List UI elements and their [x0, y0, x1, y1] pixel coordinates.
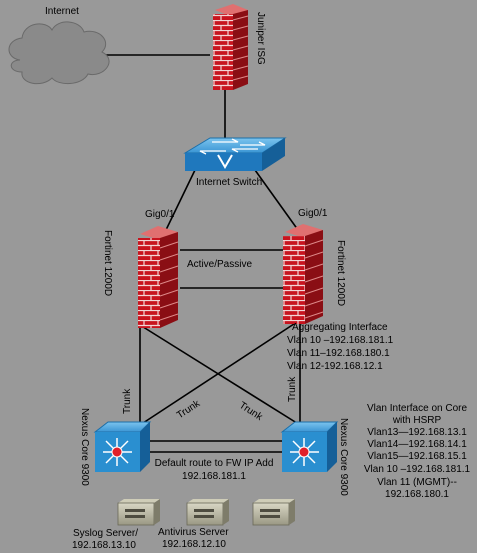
- link-cross-2: [139, 319, 301, 426]
- vlan-core-line: Vlan14—192.168.14.1: [367, 439, 467, 450]
- server-icon: [252, 499, 295, 526]
- vlan-core-line: Vlan15—192.168.15.1: [367, 451, 467, 462]
- link-cross-1: [139, 324, 301, 426]
- connection-lines: [100, 54, 301, 453]
- nexus-core-right-switch-icon: [280, 421, 339, 472]
- vlan-core-line: 192.168.180.1: [385, 489, 449, 500]
- aggregating-line: Vlan 11–192.168.180.1: [287, 348, 390, 359]
- gig-left-label: Gig0/1: [145, 209, 175, 220]
- fortinet-left-firewall-icon: [138, 226, 179, 328]
- vlan-core-line: Vlan Interface on Core: [366, 403, 468, 414]
- vlan-core-line: with HSRP: [392, 415, 442, 426]
- fortinet-left-label: Fortinet 1200D: [102, 230, 113, 297]
- active-passive-label: Active/Passive: [187, 259, 253, 270]
- aggregating-line: Vlan 12-192.168.12.1: [287, 361, 383, 372]
- trunk-label-right: Trunk: [287, 376, 298, 402]
- aggregating-line: Vlan 10 –192.168.181.1: [287, 335, 394, 346]
- fortinet-right-label: Fortinet 1200D: [335, 240, 346, 307]
- gig-right-label: Gig0/1: [298, 208, 328, 219]
- internet-cloud-icon: [8, 21, 110, 85]
- internet-label: Internet: [45, 6, 79, 17]
- nexus-core-left-switch-icon: [93, 421, 152, 472]
- vlan-core-line: Vlan 11 (MGMT)--: [377, 477, 457, 488]
- syslog-server-icon: [117, 499, 160, 526]
- antivirus-server-icon: [186, 499, 229, 526]
- syslog-server-ip: 192.168.13.10: [72, 540, 136, 551]
- link-switch-fortinet-left: [164, 169, 196, 233]
- link-switch-fortinet-right: [254, 169, 299, 231]
- syslog-server-label: Syslog Server/: [73, 528, 139, 539]
- juniper-firewall-icon: [213, 4, 249, 90]
- aggregating-title: Aggregating Interface: [292, 322, 388, 333]
- antivirus-server-ip: 192.168.12.10: [162, 539, 226, 550]
- antivirus-server-label: Antivirus Server: [158, 527, 229, 538]
- default-route-line: Default route to FW IP Add: [154, 458, 274, 469]
- nexus-left-label: Nexus Core 9300: [79, 408, 90, 486]
- vlan-core-line: Vlan 10 –192.168.181.1: [363, 464, 471, 475]
- default-route-ip: 192.168.181.1: [182, 471, 246, 482]
- fortinet-right-firewall-icon: [283, 224, 324, 324]
- nexus-right-label: Nexus Core 9300: [338, 418, 349, 496]
- vlan-core-line: Vlan13—192.168.13.1: [367, 427, 467, 438]
- internet-switch-label: Internet Switch: [196, 177, 263, 188]
- internet-switch-icon: [183, 137, 287, 171]
- trunk-label-left: Trunk: [122, 388, 133, 414]
- juniper-label: Juniper ISG: [255, 12, 266, 65]
